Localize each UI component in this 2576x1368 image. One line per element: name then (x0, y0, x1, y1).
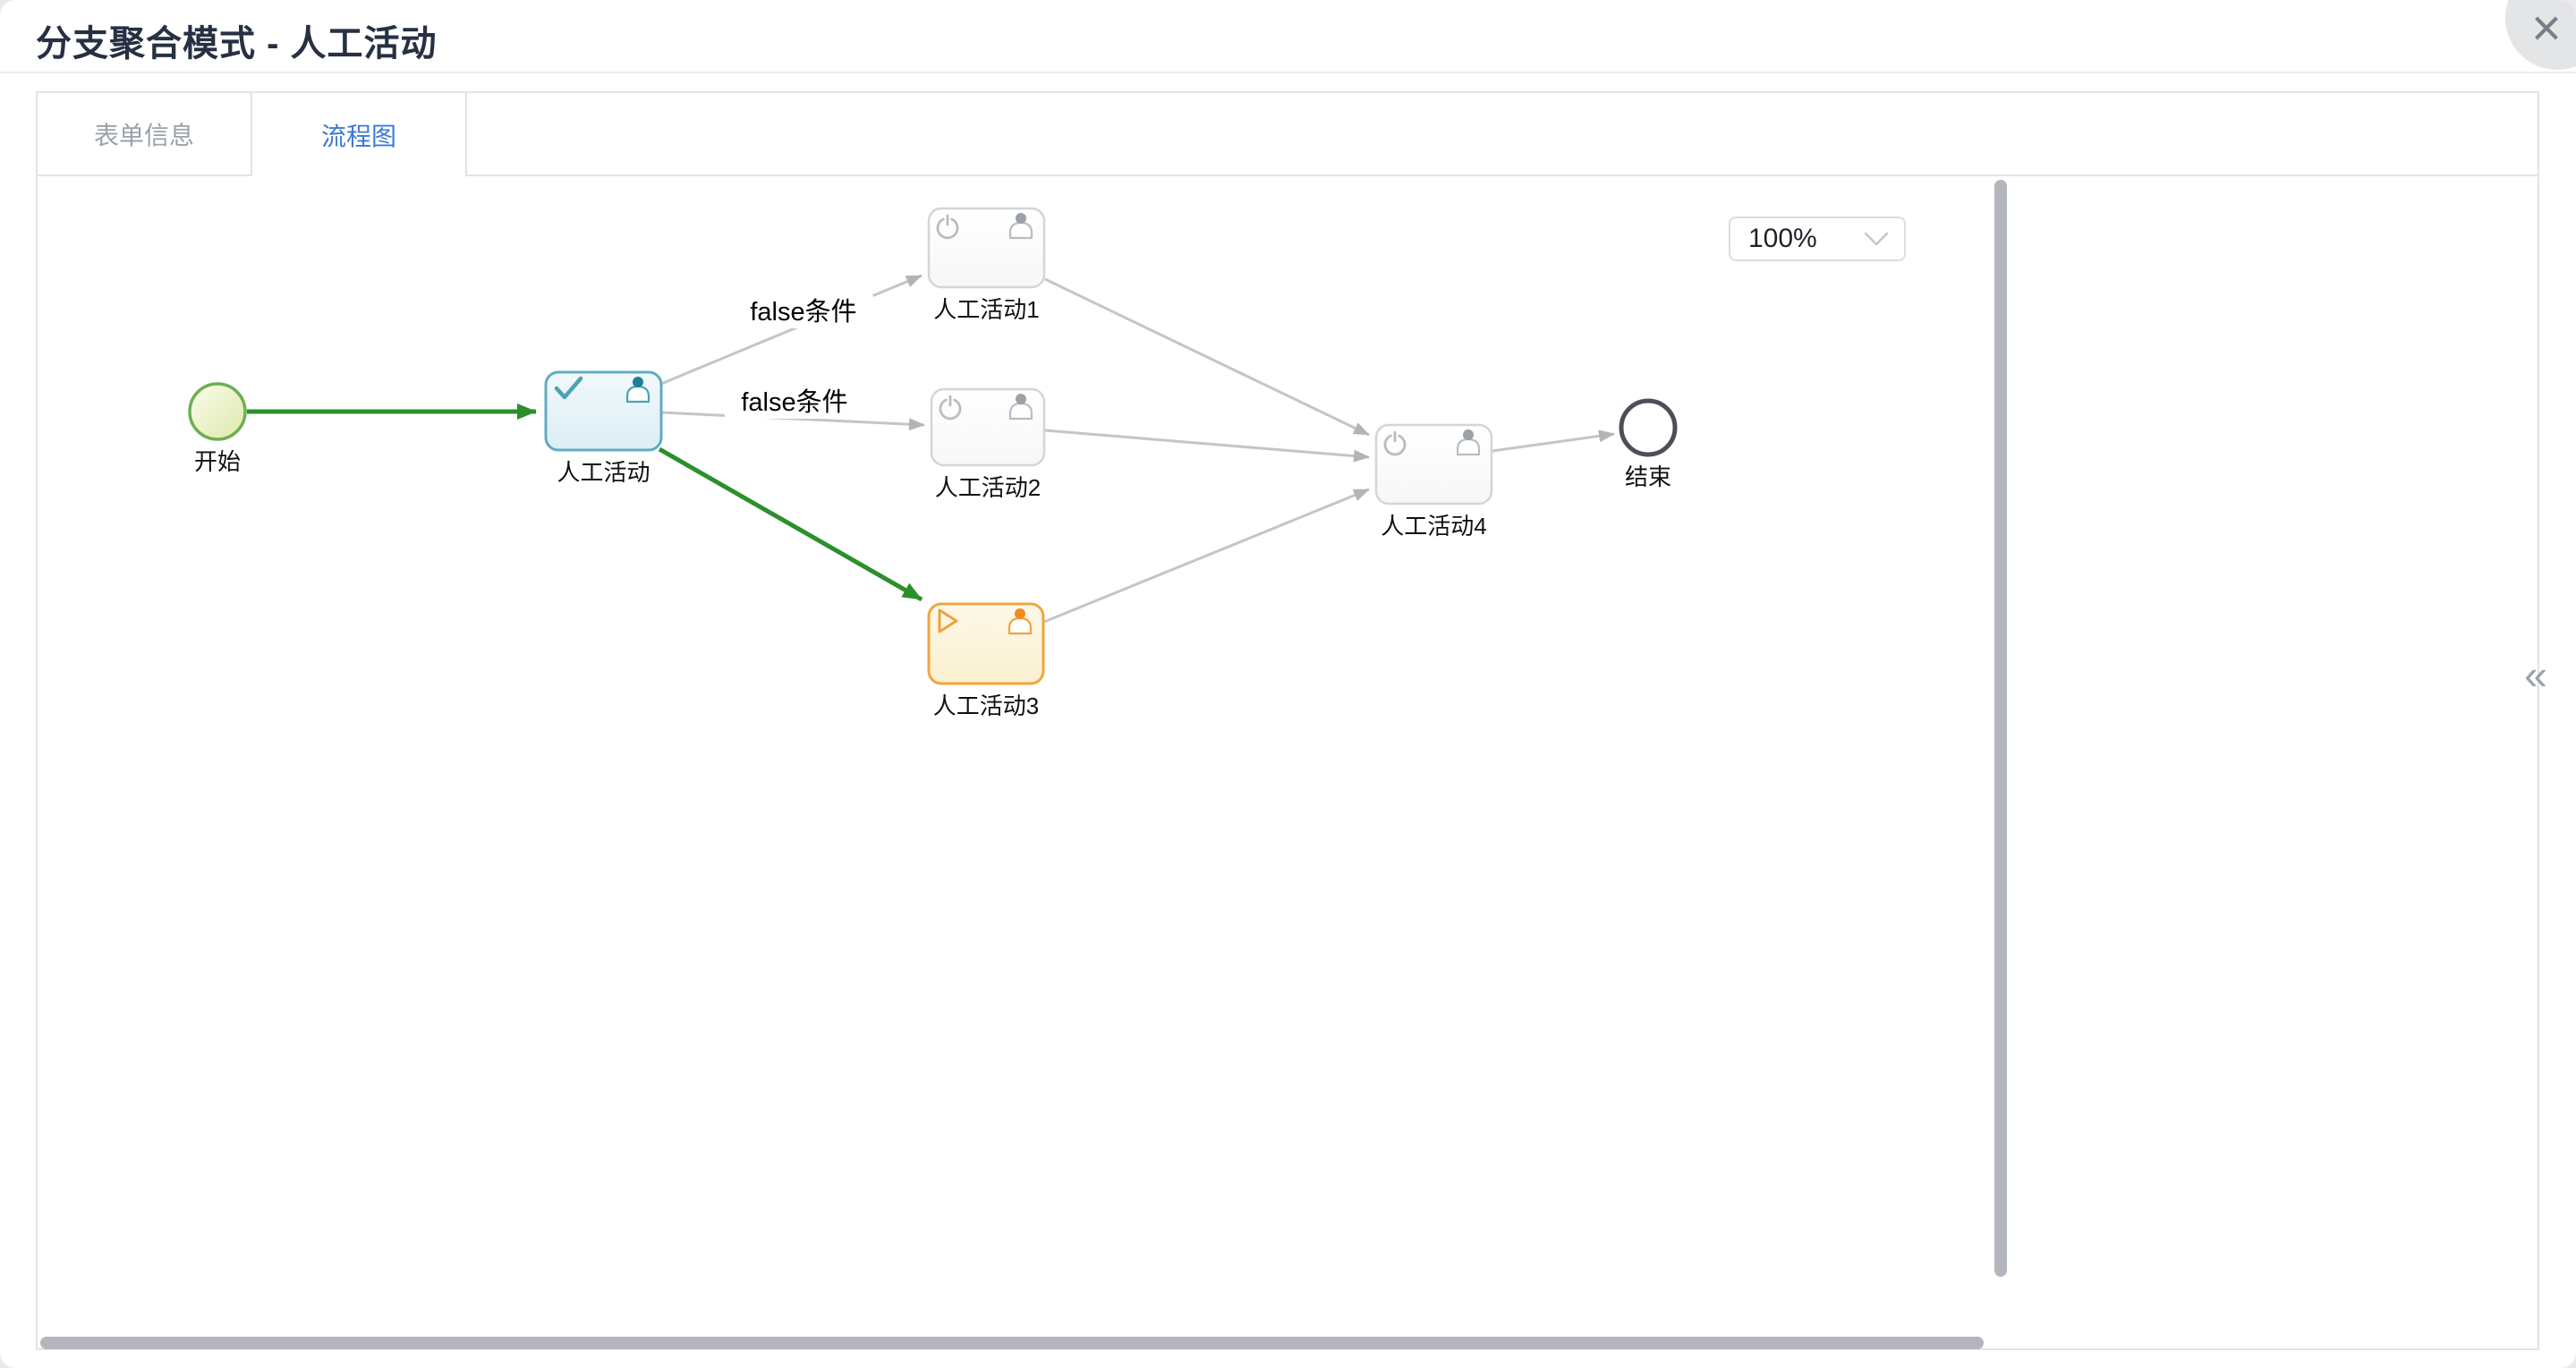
flow-node-activity-main[interactable]: 人工活动 (544, 370, 663, 486)
dialog-header: 分支聚合模式 - 人工活动 (0, 0, 2576, 73)
flow-node-activity-1[interactable]: 人工活动1 (927, 207, 1046, 323)
page-title: 分支聚合模式 - 人工活动 (36, 24, 438, 64)
power-icon (939, 395, 962, 421)
power-icon (1383, 430, 1407, 456)
node-label: 人工活动3 (933, 692, 1039, 719)
node-label: 人工活动 (557, 459, 650, 486)
user-icon (1008, 394, 1033, 421)
close-icon[interactable]: × (2531, 0, 2562, 57)
flow-node-end[interactable]: 结束 (1619, 398, 1678, 490)
tab-bar-filler (467, 93, 2538, 176)
vertical-scrollbar[interactable] (1994, 180, 2007, 1277)
node-label: 人工活动4 (1381, 513, 1486, 540)
edge-label: false条件 (750, 297, 856, 327)
sidebar-collapse-icon[interactable]: « (2524, 651, 2547, 698)
node-label: 结束 (1625, 463, 1671, 490)
tab-bar: 表单信息 流程图 (36, 91, 2539, 176)
flow-edge (1492, 429, 1615, 453)
flow-node-activity-4[interactable]: 人工活动4 (1374, 423, 1493, 540)
node-label: 人工活动2 (935, 474, 1041, 501)
flow-chart-panel: false条件 false条件开始 人工活动 人工活动1 人工活动2 人工活动3 人工活动4… (36, 176, 2539, 1350)
play-icon (938, 608, 958, 633)
edge-label-bg (734, 295, 873, 328)
flow-node-activity-3[interactable]: 人工活动3 (927, 602, 1045, 719)
flow-edge (660, 274, 922, 386)
check-icon (554, 376, 583, 400)
flow-edge (1044, 277, 1370, 437)
flow-edge (1044, 429, 1370, 463)
user-icon (625, 377, 650, 404)
edge-label-bg (725, 386, 864, 419)
chevron-down-icon (1864, 232, 1889, 246)
flow-node-start[interactable]: 开始 (188, 382, 247, 475)
flow-node-activity-2[interactable]: 人工活动2 (930, 387, 1046, 501)
zoom-level-value: 100% (1748, 224, 1817, 253)
horizontal-scrollbar[interactable] (40, 1337, 1984, 1349)
flow-edge (1043, 488, 1370, 624)
flow-edge (658, 446, 923, 602)
node-label: 人工活动1 (933, 296, 1039, 323)
tab-flow-chart[interactable]: 流程图 (252, 93, 467, 176)
zoom-level-select[interactable]: 100% (1729, 217, 1906, 261)
user-icon (1007, 608, 1033, 635)
tab-form-info[interactable]: 表单信息 (38, 93, 252, 176)
user-icon (1008, 213, 1033, 240)
edge-label: false条件 (741, 387, 847, 417)
node-label: 开始 (194, 448, 241, 475)
power-icon (936, 214, 959, 240)
user-icon (1456, 429, 1481, 456)
